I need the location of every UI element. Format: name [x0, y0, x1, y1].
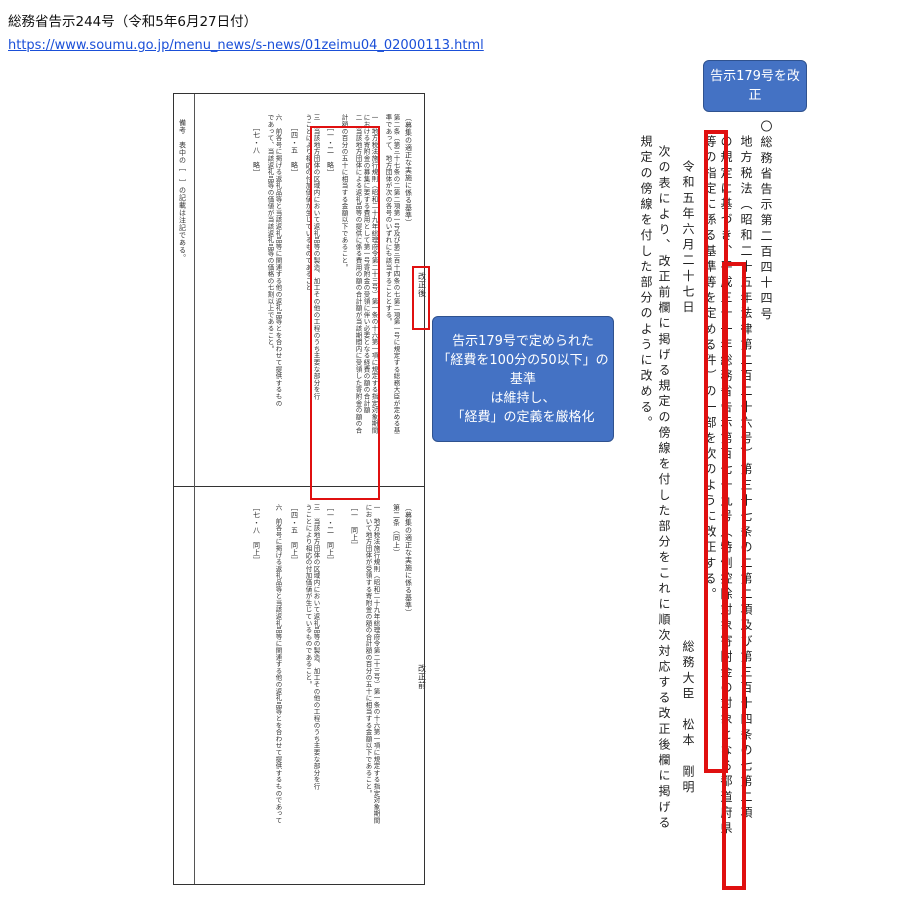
note-column-divider	[194, 94, 195, 884]
announcement-minister: 総務大臣 松本 剛明	[681, 640, 695, 796]
callout-revision-text: 告示179号を改正	[710, 69, 800, 103]
after-line: 第二条（第三十七条の二第二項第一号及び第三百十四条の七第二項第一号に規定する総務…	[392, 114, 400, 434]
before-line: うことにより相応の付加価値が生じているものであること。	[304, 504, 312, 688]
after-line: 三 当該地方団体の区域内において返礼品等の製造、加工その他の工程のうち主要な部分…	[312, 114, 320, 400]
announcement-number: 〇総務省告示第二百四十四号	[759, 120, 773, 323]
after-line: 準であって、地方団体が次の各号のいずれにも該当することとする。	[384, 114, 392, 325]
callout-line: 告示179号で定められた	[452, 333, 594, 349]
highlight-box-header	[412, 266, 430, 330]
highlight-box-after	[310, 126, 380, 500]
before-line: ［一 同上］	[350, 504, 359, 549]
callout-line: 「経費」の定義を厳格化	[451, 409, 595, 425]
callout-line: 「経費を100分の50以下」の基準	[437, 352, 609, 387]
callout-revision: 告示179号を改正	[703, 60, 807, 112]
after-line: における寄附金の募集に要する費用として第一号寄附金の受領に伴い必要となる経費の額…	[362, 114, 370, 414]
before-line: ［七・八 同上］	[252, 504, 261, 564]
header-after: 改正後	[417, 272, 427, 298]
highlight-box-body3	[704, 130, 728, 773]
before-line: 第二条（同上）	[392, 504, 401, 557]
before-line: ［一・二 同上］	[326, 504, 335, 564]
source-link[interactable]: https://www.soumu.go.jp/menu_news/s-news…	[8, 38, 484, 53]
after-line: 一 地方税法施行規則（昭和二十九年総理府令第二十三号）第一条の十六第一項に規定す…	[370, 114, 378, 434]
announcement-date: 令和五年六月二十七日	[681, 160, 695, 316]
comparison-table: 備考 表中の［ ］の記載は注記である。 （募集の適正な実施に係る基準） 第二条（…	[173, 93, 430, 885]
header-before: 改正前	[417, 664, 427, 690]
before-line: 六 前各号に掲げる返礼品等と当該返礼品等に関連する他の返礼品等とを合わせて提供す…	[274, 504, 282, 824]
before-heading: （募集の適正な実施に係る基準）	[404, 504, 413, 617]
after-heading: （募集の適正な実施に係る基準）	[404, 114, 413, 227]
after-line: 二 当該地方団体による返礼品等の提供に係る費用の額の合計額が当該期間内に受領した…	[354, 114, 362, 434]
before-line: ［四・五 同上］	[290, 504, 299, 564]
after-line: ［四・五 略］	[290, 124, 299, 177]
after-line: うことにより相応の付加価値が生じているものであること。	[304, 114, 312, 298]
after-line: であって、当該返礼品等の価値が当該返礼品等の価格の七割以上であること。	[266, 114, 274, 352]
before-line: において地方団体が受領する寄附金の額の合計額の百分の五十に相当する金額以下である…	[364, 504, 372, 797]
before-line: 三 当該地方団体の区域内において返礼品等の製造、加工その他の工程のうち主要な部分…	[312, 504, 320, 790]
document-title: 総務省告示244号（令和5年6月27日付）	[8, 14, 258, 30]
announcement-para2: 規定の傍線を付した部分のように改める。	[639, 135, 653, 432]
after-line: 計額の百分の五十に相当する金額以下であること。	[340, 114, 348, 271]
after-line: ［一・二 略］	[326, 124, 335, 177]
before-line: 一 地方税法施行規則（昭和二十九年総理府令第二十三号）第一条の十六第一項に規定す…	[372, 504, 380, 824]
after-line: ［七・八 略］	[252, 124, 261, 177]
table-divider	[174, 486, 424, 487]
after-line: 六 前各号に掲げる返礼品等と当該返礼品等に関連する他の返礼品等とを合わせて提供す…	[274, 114, 282, 407]
table-note: 備考 表中の［ ］の記載は注記である。	[178, 119, 187, 262]
announcement-para1: 次の表により、改正前欄に掲げる規定の傍線を付した部分をこれに順次対応する改正後欄…	[657, 145, 671, 832]
callout-line: は維持し、	[490, 390, 556, 406]
callout-explanation: 告示179号で定められた 「経費を100分の50以下」の基準 は維持し、 「経費…	[432, 316, 614, 442]
